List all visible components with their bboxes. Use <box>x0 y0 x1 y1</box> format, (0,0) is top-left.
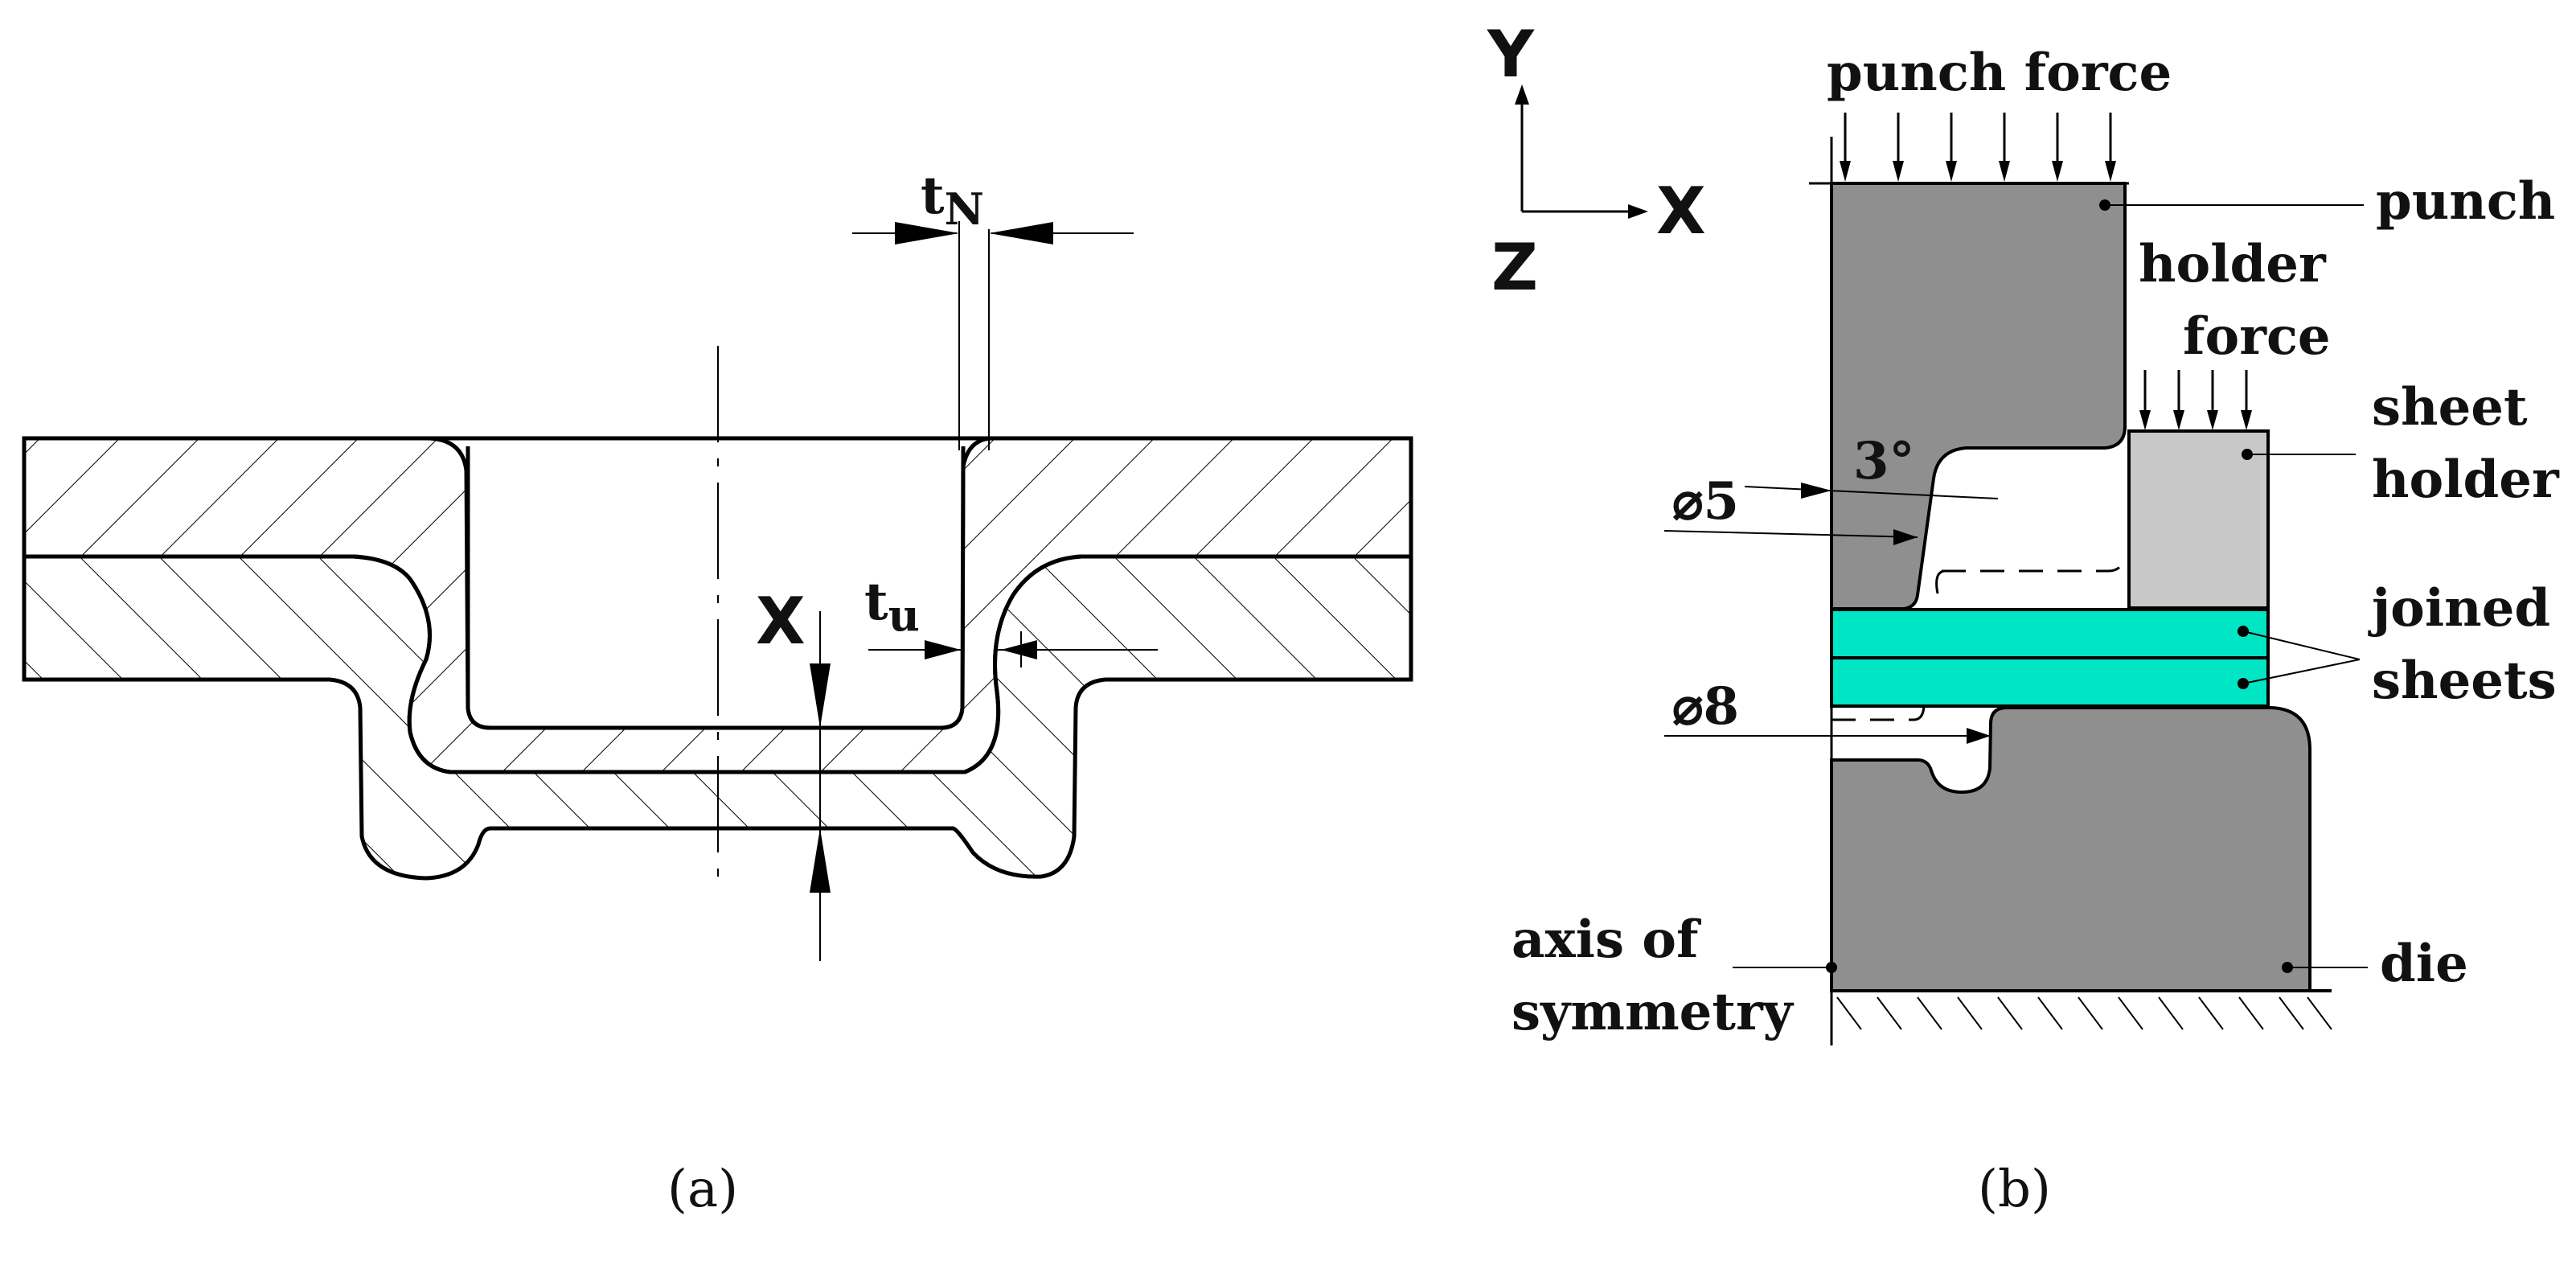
die-label: die <box>2380 934 2468 994</box>
axis-of-symmetry-label-1: axis of <box>1512 910 1701 970</box>
axis-x-label: X <box>1656 174 1706 249</box>
joined-sheet-lower <box>1830 656 2270 708</box>
caption-a: (a) <box>667 1160 738 1219</box>
panel-a: tN tu X (a) <box>22 166 1413 1219</box>
die <box>1830 706 2311 992</box>
holder-force-label-2: force <box>2183 306 2331 367</box>
diameter-5-label: ⌀5 <box>1672 471 1739 532</box>
caption-b: (b) <box>1978 1160 2051 1219</box>
punch-force-arrows <box>1844 113 2112 173</box>
sheet-holder <box>2127 429 2270 610</box>
punch-label: punch <box>2376 171 2555 232</box>
axis-of-symmetry-label-2: symmetry <box>1512 982 1795 1042</box>
punch-cavity <box>468 438 963 728</box>
tu-label: tu <box>864 572 920 641</box>
holder-force-arrows <box>2143 370 2248 422</box>
lower-sheet <box>22 554 1413 881</box>
joined-sheet-upper <box>1830 608 2270 659</box>
x-thickness-label: X <box>756 584 806 659</box>
ground-hatching <box>1836 996 2332 1030</box>
diameter-8-label: ⌀8 <box>1672 676 1739 737</box>
coordinate-system: Y X Z <box>1487 17 1706 305</box>
angle-label: 3° <box>1853 431 1915 491</box>
joined-sheets-label-1: joined <box>2368 578 2550 639</box>
axis-y-label: Y <box>1487 17 1535 92</box>
holder-force-label-1: holder <box>2139 234 2327 294</box>
tn-label: tN <box>921 166 984 235</box>
panel-b: Y X Z <box>1487 17 2560 1219</box>
sheet-holder-label-1: sheet <box>2372 377 2528 437</box>
punch <box>1830 182 2127 610</box>
joined-sheets-label-2: sheets <box>2372 651 2557 711</box>
axis-z-label: Z <box>1491 230 1538 305</box>
sheet-holder-label-2: holder <box>2372 450 2560 510</box>
punch-force-label: punch force <box>1827 43 2172 103</box>
